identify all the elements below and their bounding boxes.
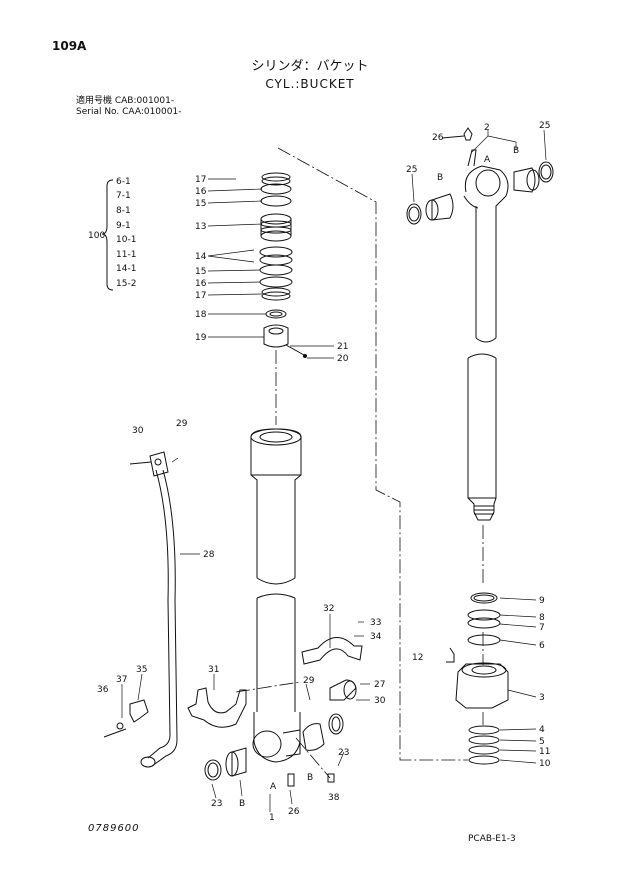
part-17-ring bbox=[261, 172, 291, 182]
callout: A bbox=[270, 782, 277, 792]
kit-item: 7-1 bbox=[116, 191, 131, 201]
kit-number: 100 bbox=[88, 231, 105, 241]
callout-labels: 26 2 25 A B 25 B 17 16 15 13 14 15 16 17… bbox=[97, 121, 551, 823]
callout: 26 bbox=[288, 807, 300, 817]
callout: 32 bbox=[323, 604, 334, 614]
callout: 33 bbox=[370, 618, 381, 628]
callout: B bbox=[437, 173, 443, 183]
callout: 27 bbox=[374, 680, 385, 690]
callout: 17 bbox=[195, 175, 206, 185]
bracket-31 bbox=[187, 687, 247, 728]
callout: 38 bbox=[328, 793, 340, 803]
callout: 16 bbox=[195, 279, 207, 289]
part-18-washer bbox=[265, 309, 287, 319]
callout: A bbox=[484, 155, 491, 165]
part-15-ring-lower bbox=[259, 264, 293, 276]
serial-applicable-jp: 適用号機 CAB:001001- bbox=[76, 96, 175, 106]
callout: 15 bbox=[195, 199, 206, 209]
callout: 14 bbox=[195, 252, 207, 262]
piston-seal-stack bbox=[259, 172, 307, 358]
callout: 23 bbox=[338, 748, 349, 758]
callout: 10 bbox=[539, 759, 551, 769]
callout: 29 bbox=[303, 676, 315, 686]
callout: 6 bbox=[539, 641, 545, 651]
cylinder-tube bbox=[250, 428, 302, 763]
callout: 35 bbox=[136, 665, 147, 675]
callout: 13 bbox=[195, 222, 206, 232]
callout: 19 bbox=[195, 333, 207, 343]
kit-bracket: 100 6-1 7-1 8-1 9-1 10-1 11-1 14-1 15-2 bbox=[88, 177, 136, 291]
kit-item: 10-1 bbox=[116, 235, 136, 245]
callout: 28 bbox=[203, 550, 215, 560]
callout: 16 bbox=[195, 187, 207, 197]
callout: B bbox=[513, 146, 519, 156]
piston-rod bbox=[441, 127, 509, 521]
page-number: 109A bbox=[52, 39, 87, 53]
bushings-upper bbox=[406, 161, 554, 225]
callout: 15 bbox=[195, 267, 206, 277]
callout: B bbox=[307, 773, 313, 783]
callout: 12 bbox=[412, 653, 423, 663]
callout: 26 bbox=[432, 133, 444, 143]
footer-drawing-code: 0789600 bbox=[88, 823, 140, 834]
callout: 36 bbox=[97, 685, 109, 695]
callout: 7 bbox=[539, 623, 545, 633]
kit-item: 8-1 bbox=[116, 206, 131, 216]
kit-item: 9-1 bbox=[116, 221, 131, 231]
callout: 30 bbox=[374, 696, 386, 706]
callout: 37 bbox=[116, 675, 127, 685]
kit-item: 14-1 bbox=[116, 264, 136, 274]
callout: 2 bbox=[484, 123, 490, 133]
callout: 5 bbox=[539, 737, 545, 747]
part-19-nut bbox=[263, 324, 289, 348]
callout: 21 bbox=[337, 342, 348, 352]
leader-lines bbox=[121, 129, 547, 812]
assembly-guide-lines bbox=[235, 147, 484, 779]
pipe-28 bbox=[129, 451, 178, 768]
callout: 31 bbox=[208, 665, 219, 675]
tube-end-boss bbox=[253, 712, 301, 763]
callout: 4 bbox=[539, 725, 545, 735]
cylinder-head-stack bbox=[446, 592, 509, 765]
callout: 20 bbox=[337, 354, 349, 364]
part-16-ring-lower bbox=[259, 276, 293, 288]
kit-item: 6-1 bbox=[116, 177, 131, 187]
callout: 29 bbox=[176, 419, 188, 429]
callout: 11 bbox=[539, 747, 550, 757]
callout: 34 bbox=[370, 632, 382, 642]
callout: 25 bbox=[539, 121, 550, 131]
callout: 8 bbox=[539, 613, 545, 623]
callout: 1 bbox=[269, 813, 275, 823]
part-13-piston bbox=[260, 213, 292, 225]
part-15-ring bbox=[260, 195, 292, 207]
title-english: CYL.:BUCKET bbox=[265, 77, 355, 91]
pin-27 bbox=[329, 679, 357, 701]
part-20-screw bbox=[303, 354, 307, 358]
callout: 30 bbox=[132, 426, 144, 436]
plate-35 bbox=[103, 699, 149, 738]
callout: 18 bbox=[195, 310, 207, 320]
callout: B bbox=[239, 799, 245, 809]
part-14-rings bbox=[259, 246, 293, 258]
footer-page-code: PCAB-E1-3 bbox=[468, 834, 516, 844]
callout: 23 bbox=[211, 799, 222, 809]
callout: 3 bbox=[539, 693, 545, 703]
callout: 9 bbox=[539, 596, 545, 606]
part-17-ring-lower bbox=[261, 287, 291, 297]
kit-item: 15-2 bbox=[116, 279, 136, 289]
serial-number-en: Serial No. CAA:010001- bbox=[76, 107, 182, 117]
callout: 17 bbox=[195, 291, 206, 301]
callout: 25 bbox=[406, 165, 417, 175]
kit-item: 11-1 bbox=[116, 250, 136, 260]
title-japanese: シリンダ：バケット bbox=[251, 59, 369, 74]
bushings-lower bbox=[204, 713, 344, 787]
band-32 bbox=[301, 637, 363, 665]
